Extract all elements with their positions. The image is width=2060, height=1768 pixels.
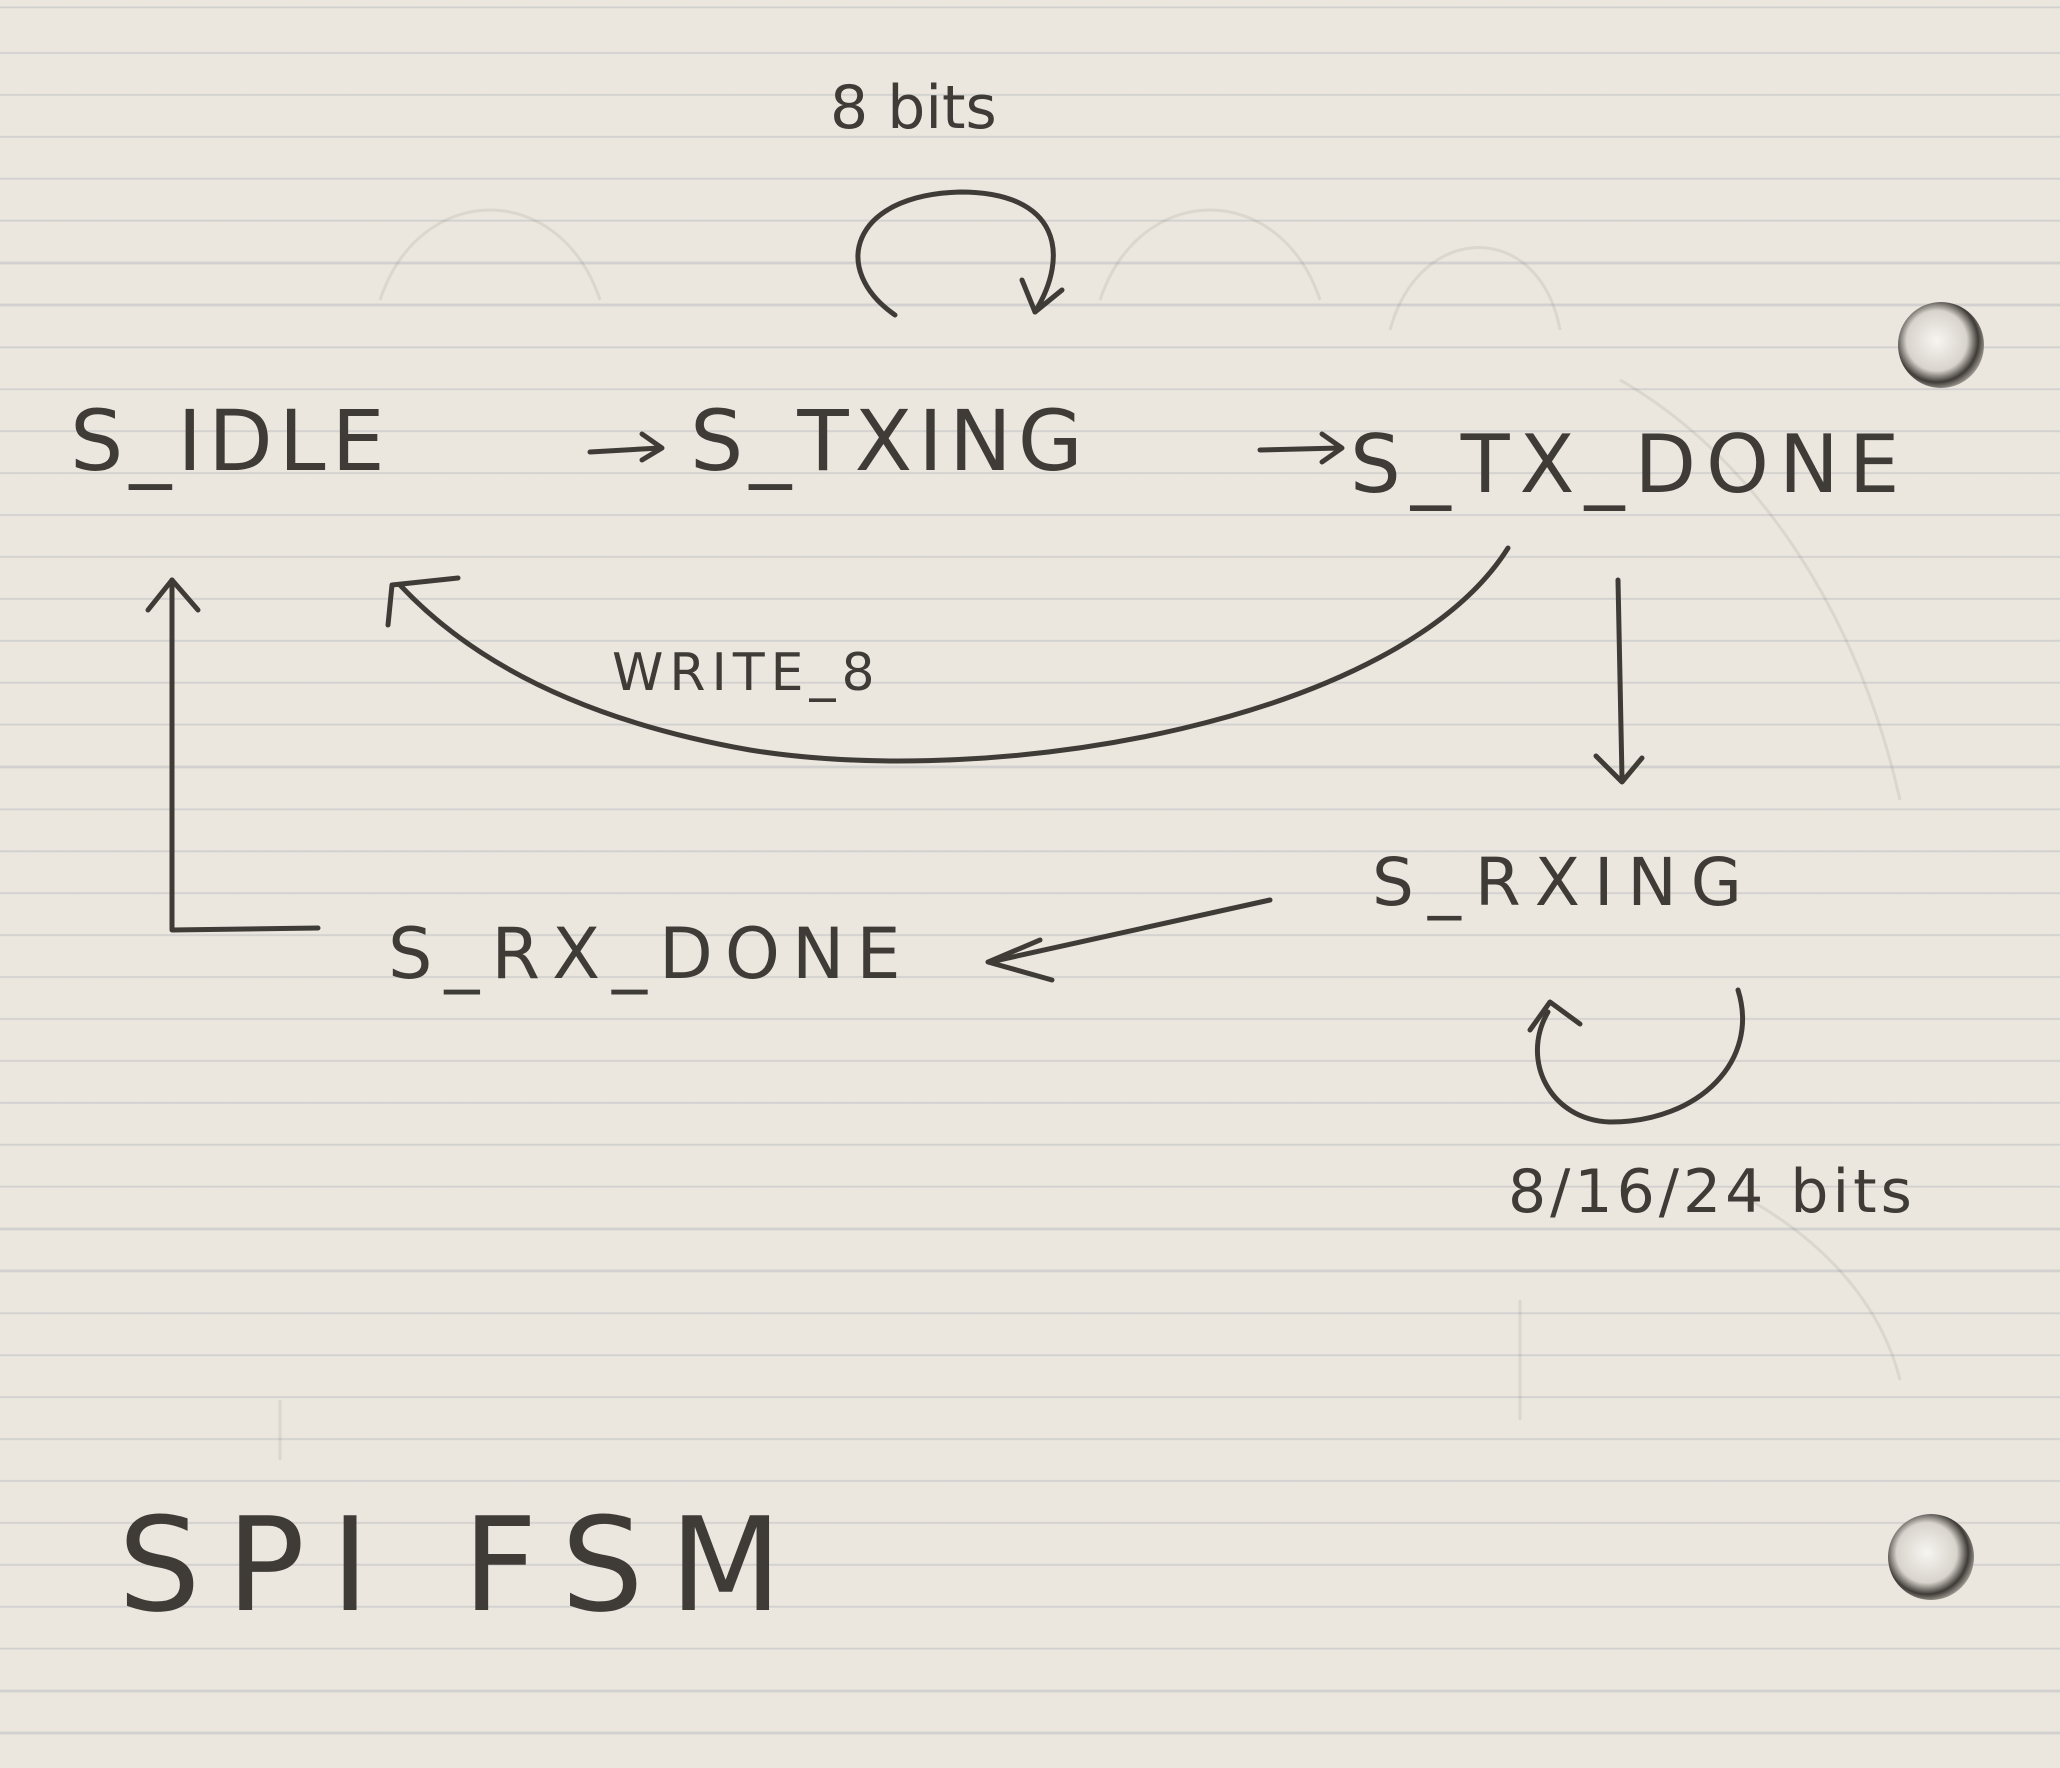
rxing-to-rxdone-arrow <box>987 897 1273 965</box>
txdone-to-rxing-arrow <box>1615 577 1625 781</box>
tx-self-loop-arrowhead <box>1019 277 1065 315</box>
rx-self-loop-arrowhead <box>1527 999 1583 1033</box>
tx-loop-label: 8 bits <box>830 73 997 143</box>
rxdone-to-idle-arrow <box>169 577 321 933</box>
rxdone-to-idle-arrowhead <box>145 577 201 613</box>
txdone-to-idle-curve-arrow <box>397 545 1511 764</box>
write-path-label: WRITE_8 <box>612 643 881 703</box>
state-s-txing: S_TXING <box>690 392 1089 490</box>
state-s-idle: S_IDLE <box>70 392 391 490</box>
txing-to-txdone-arrow <box>1257 445 1343 453</box>
state-s-tx-done: S_TX_DONE <box>1350 418 1909 511</box>
idle-to-txing-arrowhead <box>639 431 665 463</box>
rx-loop-label: 8/16/24 bits <box>1508 1157 1916 1227</box>
txdone-to-rxing-arrowhead <box>1593 753 1645 785</box>
txing-to-txdone-arrowhead <box>1319 431 1345 465</box>
binder-hole-bottom <box>1888 1514 1974 1600</box>
binder-hole-top <box>1898 302 1984 388</box>
state-s-rxing: S_RXING <box>1372 844 1756 921</box>
rxing-to-rxdone-arrowhead <box>985 937 1055 983</box>
idle-to-txing-arrow <box>587 445 663 455</box>
state-s-rx-done: S_RX_DONE <box>388 913 913 995</box>
tx-self-loop-arrow <box>855 189 1056 318</box>
page-title: SPI FSM <box>118 1489 808 1641</box>
rx-self-loop-arrow <box>1535 987 1746 1125</box>
txdone-to-idle-curve-arrowhead <box>385 575 461 628</box>
